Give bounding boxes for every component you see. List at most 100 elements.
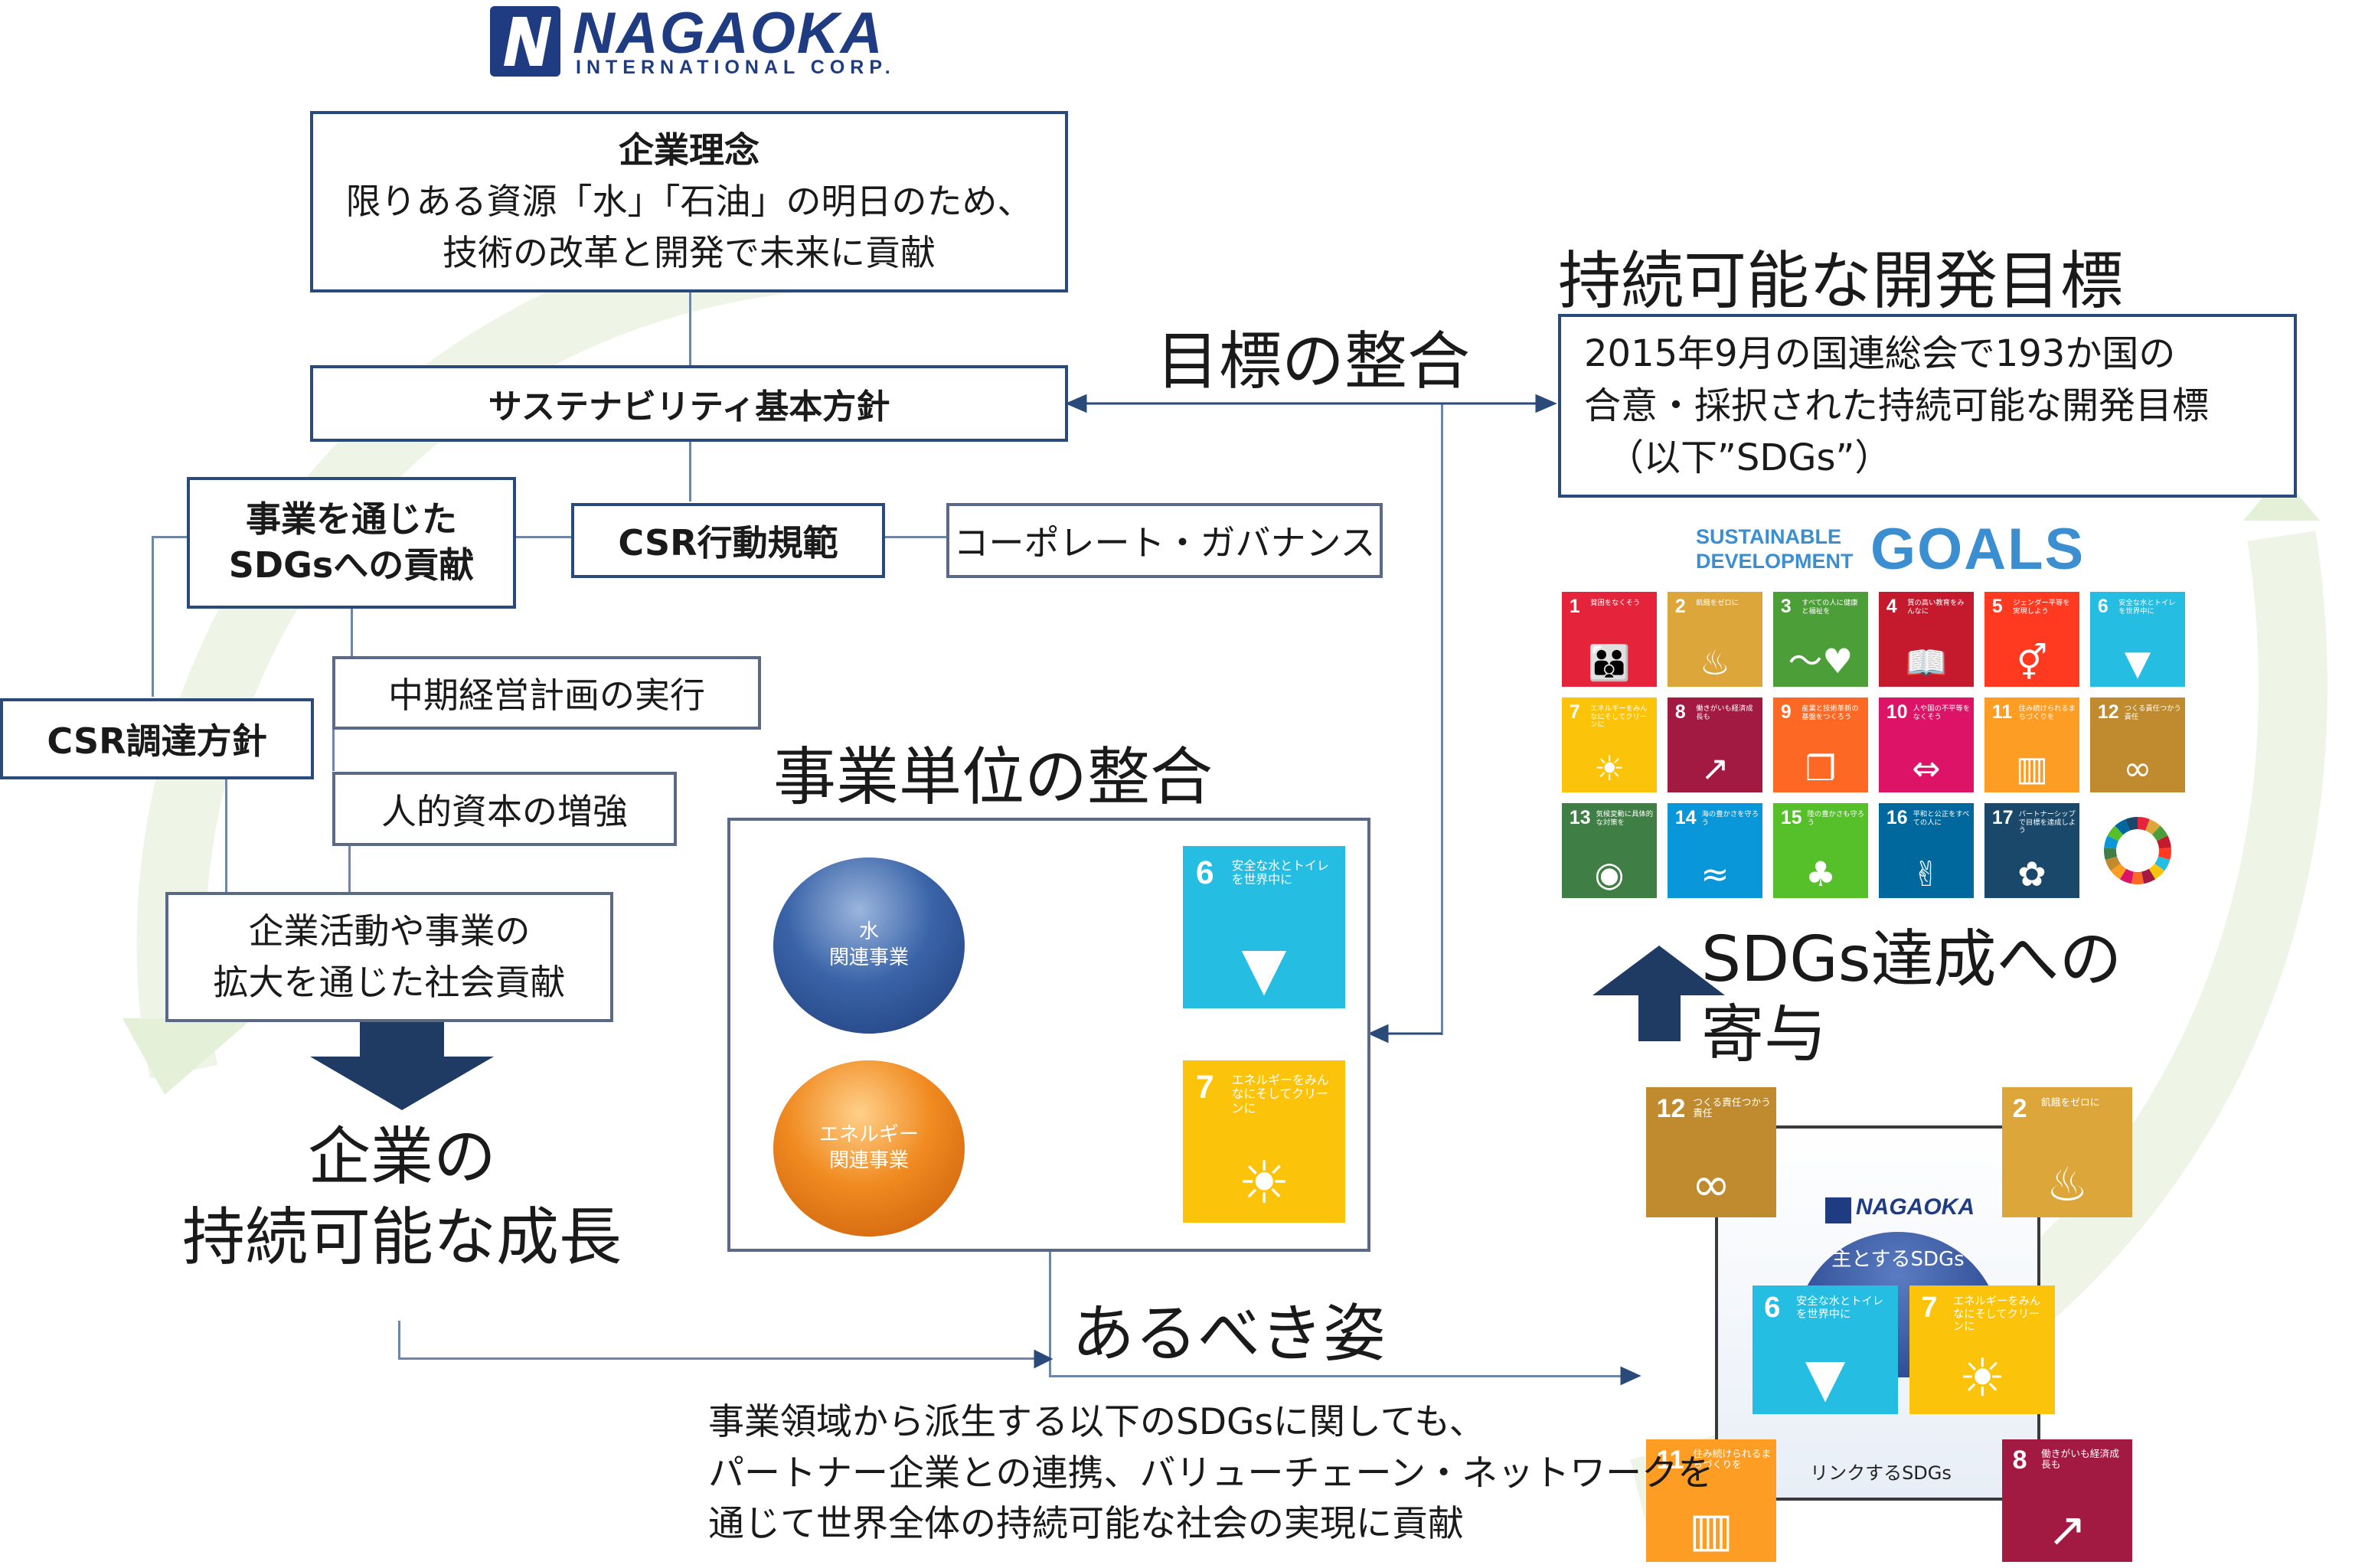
sdg-wheel-segment	[2157, 835, 2171, 849]
book-icon: 📖	[1905, 643, 1948, 684]
sdg-number: 12	[2097, 702, 2119, 724]
human-capital-label: 人的資本の増強	[381, 790, 628, 832]
infinity-icon: ∞	[2123, 749, 2152, 789]
panel-logo-name: NAGAOKA	[1856, 1194, 1975, 1220]
infinity-icon: ∞	[1691, 1158, 1731, 1213]
sdg-number: 2	[2012, 1093, 2027, 1123]
sdg-label: 住み続けられるまちづくりを	[2018, 704, 2076, 721]
sdg-number: 7	[1921, 1292, 1938, 1325]
connector-business-csrcode	[513, 536, 571, 538]
sdgs-description-box: 2015年9月の国連総会で193か国の 合意・採択された持続可能な開発目標 （以…	[1558, 314, 2297, 498]
sdg-number: 14	[1674, 808, 1697, 829]
sdg-wheel-segment	[2110, 863, 2127, 880]
sdg-number: 5	[1991, 596, 2003, 618]
sdg-logo-line1: SUSTAINABLE	[1696, 525, 1842, 548]
sdg-wheel-segment	[2148, 863, 2165, 880]
sdg-label: エネルギーをみんなにそしてクリーンに	[1590, 704, 1648, 730]
connector-left-vertical	[152, 536, 154, 697]
sdg-wheel-segment	[2131, 871, 2145, 884]
water-business-line1: 水	[858, 920, 879, 944]
connector-policy-csr	[689, 440, 691, 501]
connector-csrcode-governance	[885, 536, 946, 538]
logo-sub: INTERNATIONAL CORP.	[576, 57, 896, 78]
business-sdgs-line2: SDGsへの貢献	[228, 544, 475, 586]
sdg-number: 10	[1886, 702, 1908, 724]
power-sun-icon: ☀	[1593, 749, 1625, 789]
sdg-tile-4: 4 質の高い教育をみんなに 📖	[1879, 592, 1974, 687]
sdg-label: 働きがいも経済成長も	[2041, 1448, 2119, 1472]
power-sun-icon: ☀	[1958, 1348, 2006, 1410]
growth-text: 企業の 持続可能な成長	[138, 1118, 666, 1279]
sdg-number: 13	[1569, 808, 1591, 829]
contribution-line2: 寄与	[1701, 998, 1828, 1072]
bowl-icon: ♨	[1699, 643, 1730, 684]
human-capital-box: 人的資本の増強	[332, 772, 677, 846]
policy-title: サステナビリティ基本方針	[488, 387, 890, 426]
philosophy-box: 企業理念 限りある資源「水」「石油」の明日のため、 技術の改革と開発で未来に貢献	[310, 111, 1068, 292]
sdg-number: 12	[1656, 1093, 1686, 1123]
sdg-number: 15	[1780, 808, 1802, 829]
bowl-icon: ♨	[2046, 1158, 2089, 1213]
gender-icon: ⚥	[2016, 643, 2048, 684]
growth-chart-icon: ↗	[2047, 1502, 2087, 1557]
logo-emblem	[490, 6, 560, 77]
sdg-label: すべての人に健康と福祉を	[1802, 598, 1858, 616]
sdg-wheel-segment	[2151, 825, 2168, 841]
power-sun-icon: ☀	[1237, 1148, 1291, 1217]
energy-business-circle: エネルギー関連事業	[773, 1060, 965, 1236]
sdg-label: 海の豊かさを守ろう	[1701, 809, 1759, 827]
sdg-logo-line2: DEVELOPMENT	[1696, 550, 1854, 573]
philosophy-line1: 限りある資源「水」「石油」の明日のため、	[345, 181, 1033, 223]
sdg-number: 7	[1195, 1068, 1214, 1105]
energy-business-line1: エネルギー	[818, 1123, 919, 1147]
sdgs-desc-line3: （以下”SDGs”）	[1607, 436, 1892, 480]
sdg-number: 4	[1886, 596, 1897, 618]
connector-unit-h	[1049, 1375, 1635, 1377]
goal-alignment-label: 目標の整合	[1156, 325, 1471, 398]
sdgs-desc-line2: 合意・採択された持続可能な開発目標	[1584, 384, 2210, 427]
sdg-number: 1	[1569, 596, 1580, 618]
cubes-icon: ❒	[1805, 749, 1836, 789]
connector-unit-down	[1049, 1252, 1051, 1377]
philosophy-line2: 技術の改革と開発で未来に貢献	[443, 231, 936, 273]
sdg-wheel-segment	[2141, 868, 2156, 884]
sdg-wheel-tile	[2090, 803, 2185, 898]
sdg-number: 11	[1991, 702, 2013, 724]
sdg-label: 住み続けられるまちづくりを	[1693, 1448, 1772, 1472]
sdg-label: パートナーシップで目標を達成しよう	[2018, 809, 2076, 835]
sdg-label: エネルギーをみんなにそしてクリーンに	[1231, 1072, 1329, 1116]
sdg-number: 3	[1780, 596, 1792, 618]
unit-alignment-label: 事業単位の整合	[773, 741, 1214, 814]
nagaoka-logo: NAGAOKA INTERNATIONAL CORP.	[490, 1, 934, 80]
growth-line2: 持続可能な成長	[181, 1200, 622, 1274]
sdg-wheel-segment	[2104, 847, 2118, 861]
sdg-label: 質の高い教育をみんなに	[1907, 598, 1965, 616]
csr-procurement-box: CSR調達方針	[0, 698, 314, 779]
family-icon: 👪	[1588, 643, 1631, 684]
connector-business-down	[351, 609, 353, 656]
sdg-goals-logo: SUSTAINABLE DEVELOPMENT GOALS	[1696, 517, 2083, 582]
midterm-plan-box: 中期経営計画の実行	[332, 656, 761, 730]
sdg-label: 人や国の不平等をなくそう	[1913, 704, 1971, 721]
sdg-wheel-segment	[2154, 856, 2171, 871]
sdg-number: 11	[1656, 1446, 1684, 1475]
governance-label: コーポレート・ガバナンス	[953, 522, 1376, 564]
sdg-label: エネルギーをみんなにそしてクリーンに	[1953, 1295, 2041, 1334]
connector-growth-h	[398, 1321, 400, 1359]
